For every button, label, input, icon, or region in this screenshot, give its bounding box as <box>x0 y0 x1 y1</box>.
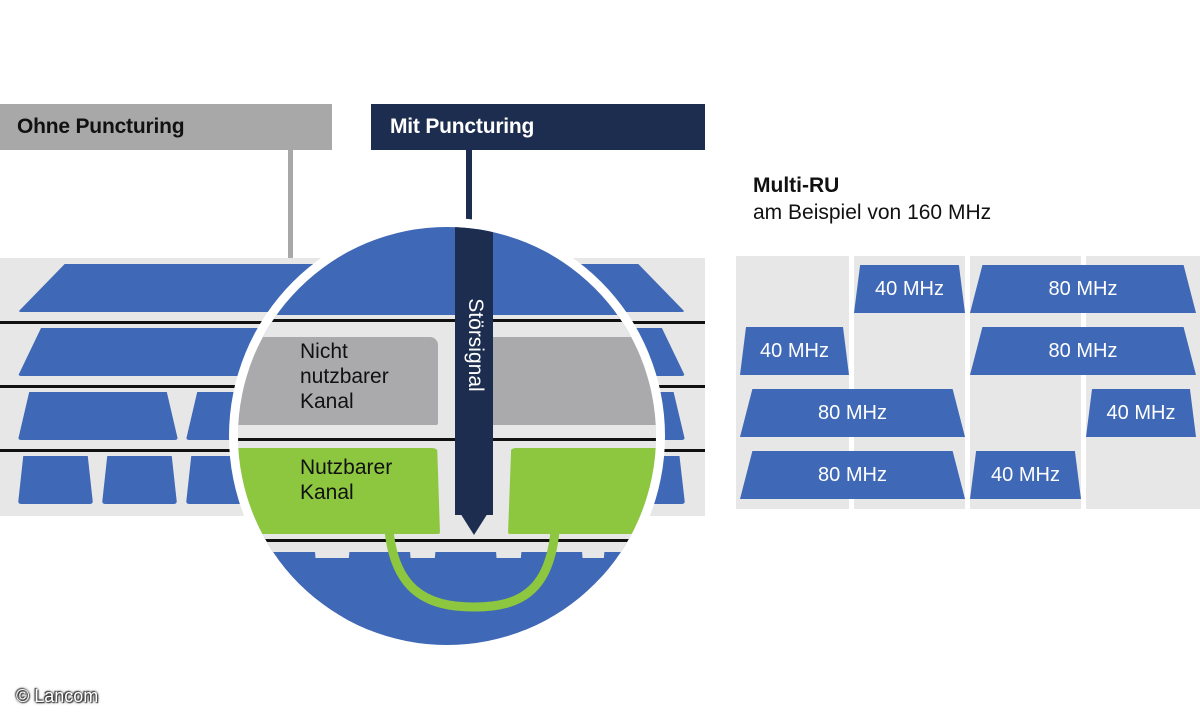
grid-line <box>965 256 970 509</box>
interference-arrow-label: Störsignal <box>464 298 487 392</box>
ru-block-label: 40 MHz <box>875 277 944 300</box>
blocked-channel-label-line-2: nutzbarer <box>300 365 389 388</box>
magnified-subchannel <box>428 552 502 632</box>
multi-ru-panel: 40 MHz 80 MHz 40 MHz 80 MHz 80 MHz 40 MH… <box>736 256 1200 509</box>
magnified-gap <box>238 315 656 333</box>
usable-channel-label-line-2: Kanal <box>300 481 354 504</box>
ru-block-label: 80 MHz <box>818 401 887 424</box>
puncturing-arrow <box>374 489 570 612</box>
ru-block: 80 MHz <box>970 265 1196 313</box>
usable-channel-label: Nutzbarer Kanal <box>300 455 480 505</box>
ru-block-label: 40 MHz <box>991 463 1060 486</box>
usable-channel-label-line-1: Nutzbarer <box>300 456 393 479</box>
multi-ru-row-4: 80 MHz 40 MHz <box>736 451 1200 499</box>
ru-block-label: 80 MHz <box>1048 339 1118 362</box>
copyright-credit: © Lancom <box>16 686 99 706</box>
header-mit-puncturing: Mit Puncturing <box>371 104 705 150</box>
ru-block: 40 MHz <box>740 327 849 375</box>
usable-channel-left <box>300 448 440 534</box>
grid-line <box>849 256 854 509</box>
ru-block: 40 MHz <box>970 451 1081 499</box>
header-ohne-puncturing: Ohne Puncturing <box>0 104 332 150</box>
grid-line <box>1081 256 1086 509</box>
header-ohne-puncturing-label: Ohne Puncturing <box>17 115 185 138</box>
magnifier-content: Nicht nutzbarer Kanal Nutzbarer Kanal <box>238 227 656 645</box>
magnifier-circle: Nicht nutzbarer Kanal Nutzbarer Kanal <box>238 227 656 645</box>
multi-ru-row-1: 40 MHz 80 MHz <box>736 265 1200 313</box>
connector-line-mit <box>466 150 472 260</box>
blocked-channel-label-line-1: Nicht <box>300 340 348 363</box>
interference-arrow-shaft <box>455 227 493 515</box>
ru-block-label: 80 MHz <box>818 463 887 486</box>
ru-block: 80 MHz <box>970 327 1196 375</box>
usable-channel-left-ext <box>238 448 318 534</box>
ru-block: 40 MHz <box>1086 389 1196 437</box>
multi-ru-title-group: Multi-RU am Beispiel von 160 MHz <box>753 173 991 226</box>
ru-block-label: 40 MHz <box>1106 401 1176 424</box>
blocked-channel-label: Nicht nutzbarer Kanal <box>300 339 460 414</box>
magnified-divider <box>238 438 656 441</box>
multi-ru-title: Multi-RU <box>753 174 840 197</box>
ru-block-label: 80 MHz <box>1048 277 1118 300</box>
interference-arrow: Störsignal <box>455 227 493 545</box>
magnified-subchannel <box>258 552 320 624</box>
interference-arrow-tip <box>455 505 493 535</box>
magnified-divider <box>238 319 656 322</box>
ru-block: 80 MHz <box>740 389 965 437</box>
channel-block <box>18 392 178 440</box>
channel-block <box>102 456 177 504</box>
magnified-subchannel <box>598 552 656 624</box>
usable-channel-right <box>508 448 656 534</box>
ru-block-label: 40 MHz <box>760 339 829 362</box>
multi-ru-subtitle: am Beispiel von 160 MHz <box>753 201 992 224</box>
magnified-divider <box>238 539 656 542</box>
multi-ru-row-2: 40 MHz 80 MHz <box>736 327 1200 375</box>
header-mit-puncturing-label: Mit Puncturing <box>390 115 535 138</box>
blocked-channel-left <box>238 337 438 425</box>
connector-line-ohne <box>288 150 293 325</box>
multi-ru-row-3: 80 MHz 40 MHz <box>736 389 1200 437</box>
ru-block: 80 MHz <box>740 451 965 499</box>
channel-block <box>18 456 93 504</box>
blocked-channel-label-line-3: Kanal <box>300 390 354 413</box>
ru-block: 40 MHz <box>854 265 965 313</box>
blocked-channel-right <box>468 337 656 425</box>
magnified-subchannel <box>342 552 416 630</box>
